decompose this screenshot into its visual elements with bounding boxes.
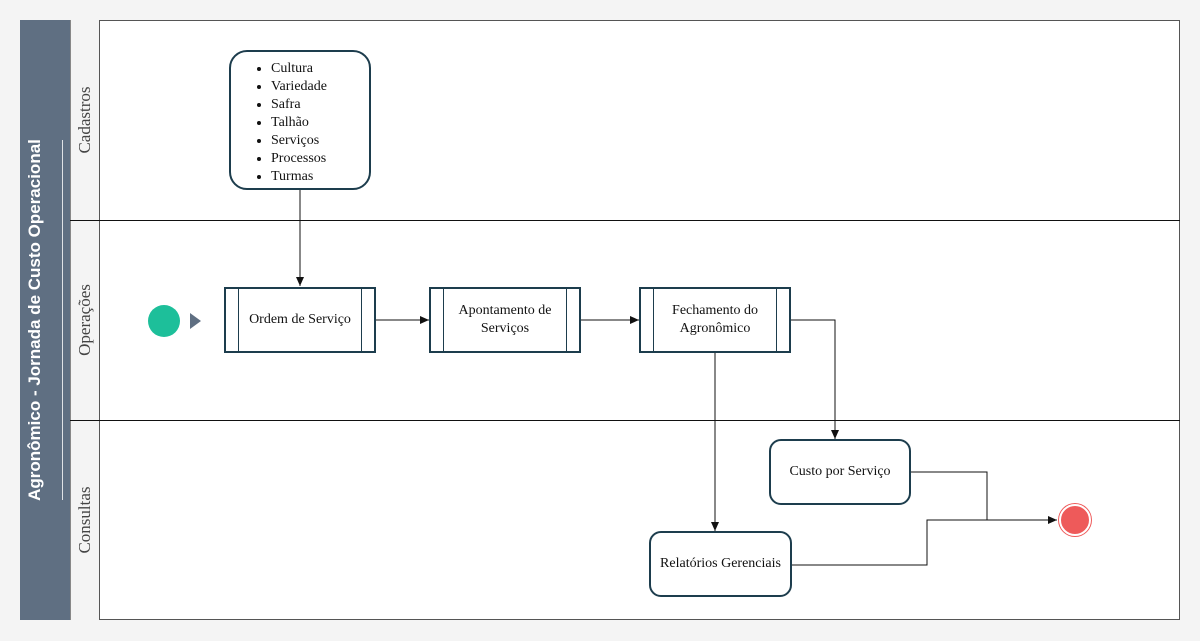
list-item: Talhão [271,114,327,132]
lane-header-operacoes [70,220,100,420]
node-label: Fechamento do Agronômico [672,303,758,336]
list-item: Turmas [271,168,327,186]
fechamento-do-agronomico-node[interactable]: Fechamento do Agronômico [639,287,791,353]
node-label: Ordem de Serviço [249,312,351,327]
edge-relatorios-end [792,519,987,566]
edge-custo-end [911,471,1057,524]
lane-header-consultas [70,420,100,620]
lane-header-cadastros [70,20,100,220]
custo-por-servico-node[interactable]: Custo por Serviço [769,439,911,505]
node-label: Apontamento de Serviços [458,303,552,336]
cadastros-list: Cultura Variedade Safra Talhão Serviços … [231,60,327,186]
list-item: Processos [271,150,327,168]
apontamento-de-servicos-node[interactable]: Apontamento de Serviços [429,287,581,353]
list-item: Serviços [271,132,327,150]
node-label: Relatórios Gerenciais [660,556,781,571]
list-item: Cultura [271,60,327,78]
list-item: Variedade [271,78,327,96]
start-arrow-icon [190,313,201,329]
lane-divider [70,220,1180,221]
list-item: Safra [271,96,327,114]
relatorios-gerenciais-node[interactable]: Relatórios Gerenciais [649,531,792,597]
edge-fechamento-custo [791,319,839,439]
ordem-de-servico-node[interactable]: Ordem de Serviço [224,287,376,353]
end-event[interactable] [1059,504,1091,536]
start-event[interactable] [148,305,180,337]
pool-header-divider [62,140,63,500]
cadastros-list-box[interactable]: Cultura Variedade Safra Talhão Serviços … [229,50,371,190]
node-label: Custo por Serviço [789,464,891,479]
lane-divider [70,420,1180,421]
pool-header [20,20,70,620]
